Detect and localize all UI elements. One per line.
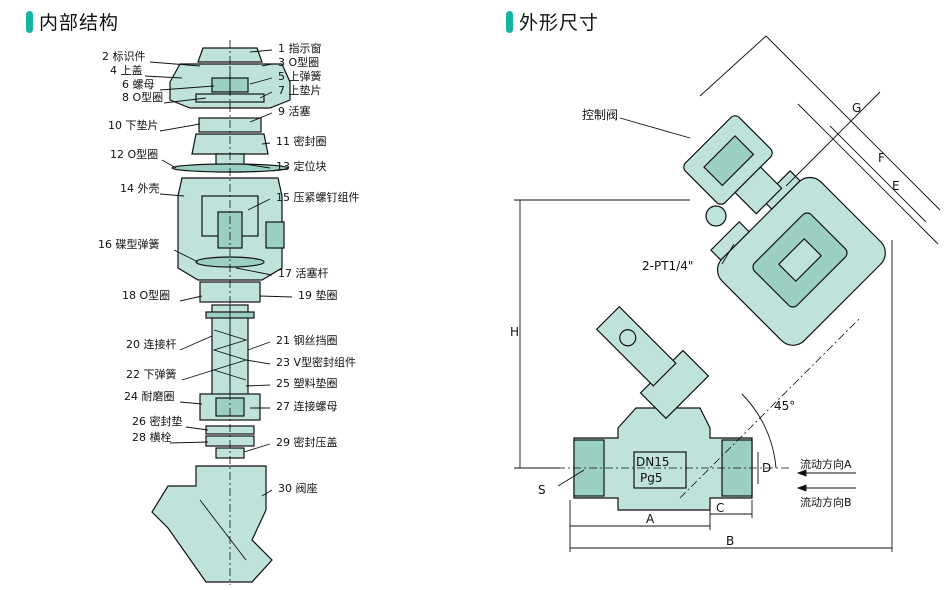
part-label: 29 密封压盖 <box>276 435 338 449</box>
control-valve-label: 控制阀 <box>582 108 618 122</box>
part-label: 2 标识件 <box>102 49 146 63</box>
part-label: 25 塑料垫圈 <box>276 376 338 390</box>
part-label: 11 密封圈 <box>276 134 327 148</box>
dimension-labels: 控制阀 2-PT1/4" G F E H D S A B C 45° DN15 … <box>510 101 900 548</box>
part-label: 13 定位块 <box>276 159 327 173</box>
part-label: 9 活塞 <box>278 104 311 118</box>
part-label: 18 O型圈 <box>122 288 170 302</box>
part-label: 24 耐磨圈 <box>124 390 175 403</box>
dim-c-label: C <box>716 501 724 515</box>
part-label: 8 O型圈 <box>122 90 163 104</box>
port-label: 2-PT1/4" <box>642 259 693 273</box>
dim-b-label: B <box>726 534 734 548</box>
part-label: 1 指示窗 <box>278 41 322 55</box>
part-label: 23 V型密封组件 <box>276 355 356 369</box>
part-label: 17 活塞杆 <box>278 266 329 280</box>
header-title: 外形尺寸 <box>519 12 600 34</box>
right-part-labels: 1 指示窗 3 O型圈 5 上弹簧 7 上垫片 9 活塞 11 密封圈 13 定… <box>235 41 360 497</box>
part-label: 6 螺母 <box>122 78 155 91</box>
internal-structure-header: 内部结构 <box>26 8 119 35</box>
part-label: 28 横栓 <box>132 430 172 444</box>
part-label: 19 垫圈 <box>298 288 338 302</box>
dim-e-label: E <box>892 179 900 193</box>
part-label: 22 下弹簧 <box>126 367 177 381</box>
part-label: 27 连接螺母 <box>276 400 338 413</box>
left-part-labels: 2 标识件 4 上盖 6 螺母 8 O型圈 10 下垫片 12 O型圈 14 外… <box>98 49 215 444</box>
header-accent-bar <box>26 10 33 33</box>
part-label: 3 O型圈 <box>278 55 319 69</box>
valve-outline-view <box>525 115 886 511</box>
dn-label: DN15 <box>636 455 670 469</box>
flow-a-label: 流动方向A <box>800 457 852 471</box>
part-label: 16 碟型弹簧 <box>98 237 160 251</box>
part-label: 15 压紧螺钉组件 <box>276 190 360 204</box>
part-label: 4 上盖 <box>110 63 143 77</box>
dimension-lines <box>514 35 941 552</box>
dim-a-label: A <box>646 512 655 526</box>
header-title: 内部结构 <box>39 12 120 34</box>
dim-s-label: S <box>538 483 546 497</box>
dimensions-header: 外形尺寸 <box>506 8 599 35</box>
dim-f-label: F <box>878 151 885 165</box>
part-label: 21 钢丝挡圈 <box>276 333 338 347</box>
part-label: 20 连接杆 <box>126 337 177 351</box>
flow-b-label: 流动方向B <box>800 495 852 509</box>
angle-label: 45° <box>774 399 795 413</box>
pg-label: Pg5 <box>640 471 663 485</box>
part-label: 7 上垫片 <box>278 83 322 97</box>
header-accent-bar <box>506 10 513 33</box>
part-label: 5 上弹簧 <box>278 69 322 83</box>
part-label: 30 阀座 <box>278 481 318 495</box>
part-label: 14 外壳 <box>120 181 160 195</box>
exploded-valve-view <box>151 40 291 585</box>
dim-d-label: D <box>762 461 771 475</box>
part-label: 26 密封垫 <box>132 414 183 428</box>
part-label: 10 下垫片 <box>108 118 159 132</box>
part-label: 12 O型圈 <box>110 147 158 161</box>
dim-h-label: H <box>510 325 519 339</box>
dim-g-label: G <box>852 101 861 115</box>
